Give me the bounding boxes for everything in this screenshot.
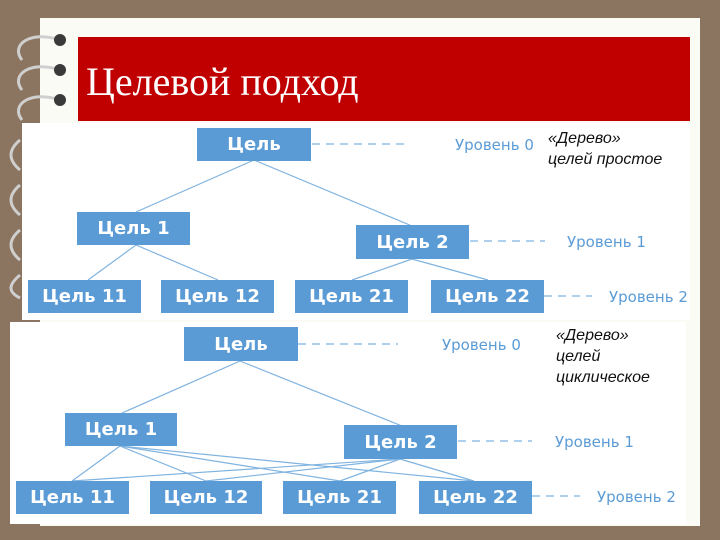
edge-cyclic-root-2 [239,360,403,427]
spiral-binding-icon [9,34,66,300]
edge-simple-1-11 [87,244,137,281]
cyclic-node-2: Цель 2 [344,425,457,459]
edge-cyclic-1-11 [71,445,121,482]
title-bar [78,37,690,121]
cyclic-note-line: «Дерево» [556,327,629,344]
simple-node-12: Цель 12 [161,280,274,313]
simple-node-21: Цель 21 [295,280,408,313]
edge-cyclic-2-21 [339,458,401,482]
edge-cyclic-1-12 [119,445,207,482]
edge-simple-root-2 [253,159,413,227]
simple-level-0: Уровень 0 [455,136,534,154]
cyclic-level-0: Уровень 0 [442,336,521,354]
simple-note-line: «Дерево» [548,130,621,147]
edge-simple-root-1 [135,159,255,213]
edge-cyclic-root-1 [121,360,241,414]
simple-tree-note: «Дерево» целей простое [548,128,662,170]
page-title: Целевой подход [86,59,359,104]
cyclic-node-22: Цель 22 [419,481,532,514]
cyclic-node-1: Цель 1 [65,413,177,446]
cyclic-level-1: Уровень 1 [555,433,634,451]
simple-node-root: Цель [197,128,311,161]
edge-cyclic-2-12 [205,458,401,482]
simple-note-line: целей простое [548,151,663,168]
simple-node-2: Цель 2 [356,225,469,259]
cyclic-node-11: Цель 11 [16,481,129,514]
edge-simple-2-21 [351,258,413,281]
simple-node-11: Цель 11 [28,280,141,313]
simple-level-2: Уровень 2 [609,288,688,306]
edge-simple-2-22 [411,258,489,281]
simple-node-22: Цель 22 [431,280,544,313]
edge-cyclic-2-22 [399,458,475,482]
edge-cyclic-1-21 [119,445,341,482]
edge-simple-1-12 [135,244,219,281]
cyclic-tree-note: «Дерево» целей циклическое [556,325,650,388]
edge-cyclic-1-22 [119,445,475,482]
simple-level-1: Уровень 1 [567,233,646,251]
cyclic-node-21: Цель 21 [283,481,396,514]
cyclic-note-line: циклическое [556,369,650,386]
cyclic-node-12: Цель 12 [150,481,262,514]
cyclic-level-2: Уровень 2 [597,488,676,506]
edge-cyclic-2-11 [71,458,401,482]
simple-node-1: Цель 1 [77,212,190,245]
cyclic-note-line: целей [556,348,601,365]
cyclic-node-root: Цель [184,327,298,361]
